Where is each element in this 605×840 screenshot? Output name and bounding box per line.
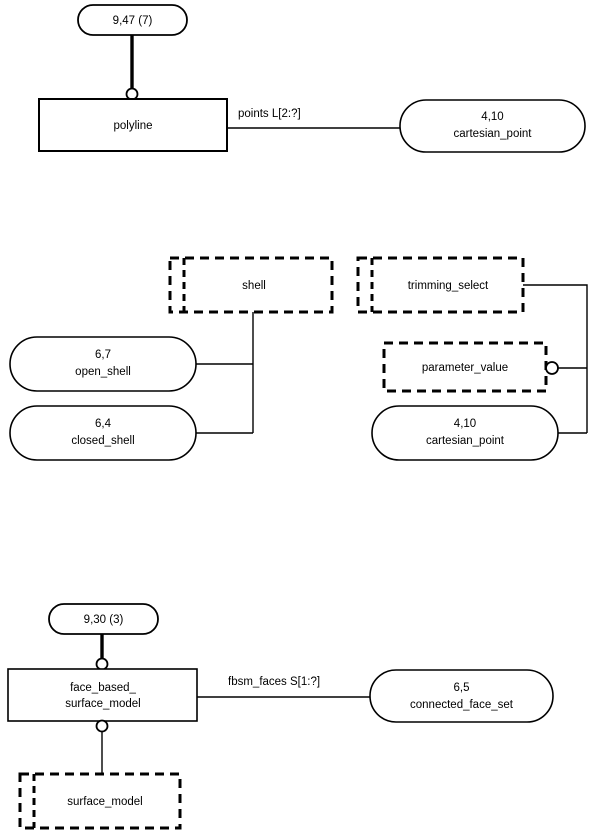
entity-box-connected-face-set[interactable] bbox=[369, 669, 554, 723]
face-based-surface-model-group: 9,30 (3) face_based_ surface_model fbsm_… bbox=[7, 603, 554, 830]
entity-label-fbsm-line2: surface_model bbox=[65, 698, 140, 710]
entity-box-open-shell[interactable] bbox=[9, 336, 197, 392]
entity-label-cartesian-point-bottom: cartesian_point bbox=[426, 435, 505, 447]
entity-pageref-connected-face-set: 6,5 bbox=[454, 682, 470, 694]
entity-pageref-closed-shell: 6,4 bbox=[95, 418, 112, 430]
shell-group: shell 6,7 open_shell 6,4 closed_shell bbox=[9, 256, 334, 461]
entity-box-polyline[interactable] bbox=[38, 98, 228, 152]
select-label-trimming-select: trimming_select bbox=[408, 280, 489, 292]
polyline-page-ref-label: 9,47 (7) bbox=[113, 15, 153, 27]
entity-pageref-open-shell: 6,7 bbox=[95, 349, 111, 361]
entity-box-closed-shell[interactable] bbox=[9, 405, 197, 461]
entity-label-connected-face-set: connected_face_set bbox=[410, 699, 514, 711]
parameter-value-marker-icon bbox=[545, 361, 559, 375]
polyline-optional-marker-icon bbox=[125, 87, 139, 101]
fbsm-page-ref-box[interactable] bbox=[48, 603, 159, 635]
entity-box-cartesian-point-top[interactable] bbox=[399, 99, 586, 153]
polyline-page-ref-box[interactable] bbox=[77, 4, 188, 36]
entity-label-polyline: polyline bbox=[114, 120, 153, 132]
entity-box-face-based-surface-model[interactable] bbox=[7, 668, 198, 722]
relation-label-points: points L[2:?] bbox=[238, 108, 301, 120]
type-label-parameter-value: parameter_value bbox=[422, 362, 508, 374]
entity-box-cartesian-point-bottom[interactable] bbox=[371, 405, 559, 461]
entity-label-cartesian-point-top: cartesian_point bbox=[454, 128, 533, 140]
entity-label-closed-shell: closed_shell bbox=[71, 435, 134, 447]
polyline-group: 9,47 (7) polyline points L[2:?] 4,10 car… bbox=[38, 4, 586, 153]
fbsm-page-ref-label: 9,30 (3) bbox=[84, 614, 124, 626]
entity-pageref-cartesian-point-bottom: 4,10 bbox=[454, 418, 476, 430]
select-label-surface-model: surface_model bbox=[67, 796, 142, 808]
select-box-shell[interactable] bbox=[168, 256, 334, 314]
fbsm-top-marker-icon bbox=[95, 657, 109, 671]
entity-label-fbsm-line1: face_based_ bbox=[70, 682, 136, 694]
trimming-select-trunk bbox=[523, 284, 588, 433]
type-box-parameter-value[interactable] bbox=[382, 341, 548, 393]
select-box-trimming-select[interactable] bbox=[356, 256, 525, 314]
relation-label-fbsm-faces: fbsm_faces S[1:?] bbox=[228, 676, 320, 688]
select-label-shell: shell bbox=[242, 280, 266, 292]
select-box-surface-model[interactable] bbox=[18, 772, 182, 830]
trimming-select-group: trimming_select parameter_value 4,10 car… bbox=[356, 256, 588, 461]
entity-label-open-shell: open_shell bbox=[75, 366, 131, 378]
entity-pageref-cartesian-point-top: 4,10 bbox=[481, 111, 503, 123]
fbsm-bottom-marker-icon bbox=[95, 719, 109, 733]
